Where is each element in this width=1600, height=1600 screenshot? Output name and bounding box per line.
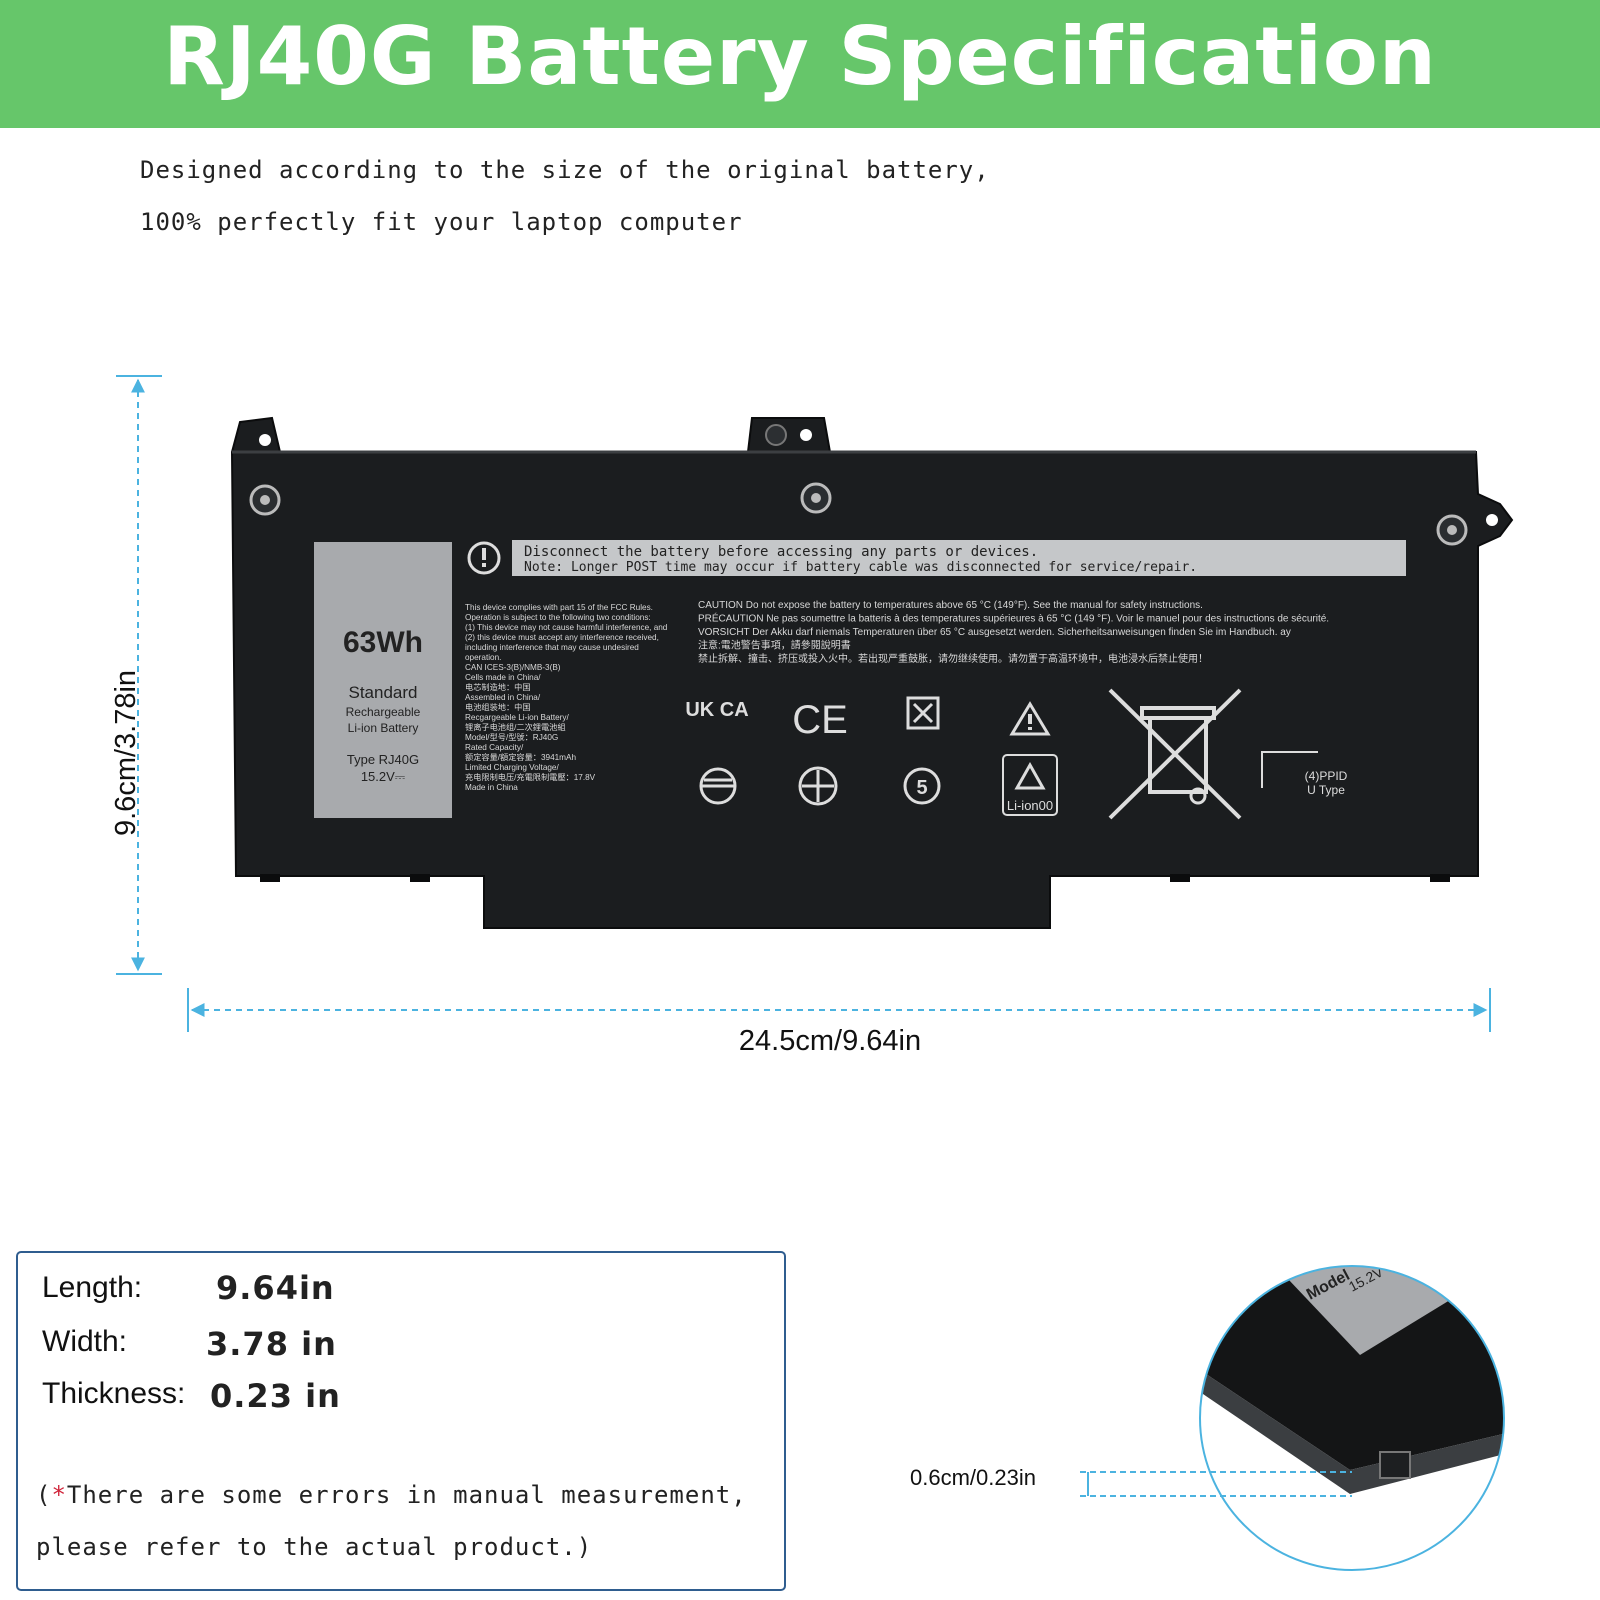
fcc-text-line: CAN ICES-3(B)/NMB-3(B): [465, 663, 561, 672]
height-dimension-label: 9.6cm/3.78in: [110, 669, 142, 836]
caution-text-line: 注意:電池警告事項，請參閱說明書: [698, 639, 851, 652]
recycle-icon: Li-ion00: [1002, 754, 1058, 816]
fcc-text-line: This device complies with part 15 of the…: [465, 603, 653, 612]
caution-text-line: 禁止拆解、撞击、挤压或投入火中。若出现严重鼓胀，请勿继续使用。请勿置于高温环境中…: [698, 652, 1208, 665]
length-dimension-label: 24.5cm/9.64in: [738, 1025, 922, 1057]
no-crush-icon: [798, 766, 838, 806]
svg-text:UK CA: UK CA: [685, 699, 748, 721]
fcc-text-line: 电池组装地：中国: [465, 702, 531, 712]
type-line-2: Li-ion Battery: [348, 721, 419, 735]
width-spec-label: Width:: [42, 1325, 128, 1358]
caution-text-line: PRÉCAUTION Ne pas soumettre la batteris …: [698, 612, 1329, 625]
measurement-note-line-1: (*There are some errors in manual measur…: [36, 1481, 747, 1509]
capacity-text: 63Wh: [343, 626, 423, 659]
ukca-icon: UK CA: [685, 699, 748, 721]
fcc-text-line: 充电限制电压/充電限制電壓：17.8V: [465, 772, 596, 782]
ce-icon: CE: [792, 698, 848, 742]
screw-icon: [1436, 514, 1468, 546]
type-line-1: Rechargeable: [346, 705, 421, 719]
length-spec-label: Length:: [42, 1271, 143, 1304]
page-title: RJ40G Battery Specification: [163, 10, 1437, 103]
model-text: Type RJ40G: [347, 752, 419, 767]
screw-icon: [800, 482, 832, 514]
fcc-text-line: Operation is subject to the following tw…: [465, 613, 651, 622]
svg-text:5: 5: [916, 777, 927, 799]
fcc-text-line: 锂离子电池组/二次鋰電池組: [465, 722, 566, 732]
svg-text:Li-ion00: Li-ion00: [1007, 798, 1053, 813]
fcc-text-block: This device complies with part 15 of the…: [465, 603, 668, 792]
ppid-marker: (4)PPID U Type: [1261, 751, 1348, 797]
fcc-text-line: Rated Capacity/: [465, 743, 524, 752]
length-dimension-line: [187, 988, 1491, 1032]
spec-box: Length: 9.64in Width: 3.78 in Thickness:…: [16, 1251, 786, 1591]
length-spec-value: 9.64in: [216, 1269, 335, 1307]
no-disassemble-icon: [699, 767, 737, 805]
warning-strip: Disconnect the battery before accessing …: [467, 540, 1406, 576]
exclamation-icon: [467, 541, 501, 575]
fcc-text-line: (1) This device may not cause harmful in…: [465, 623, 668, 632]
intro-line-2: 100% perfectly fit your laptop computer: [140, 208, 743, 236]
grade-text: Standard: [349, 683, 418, 702]
fcc-text-line: Recgargeable Li-ion Battery/: [465, 713, 569, 722]
thickness-spec-value: 0.23 in: [210, 1377, 341, 1415]
thickness-spec-label: Thickness:: [42, 1377, 186, 1410]
china-rohs-icon: [906, 696, 940, 730]
fcc-text-line: (2) this device must accept any interfer…: [465, 633, 659, 642]
fcc-text-line: 额定容量/額定容量：3941mAh: [465, 752, 576, 762]
fcc-text-line: Model/型号/型號：RJ40G: [465, 732, 558, 742]
fcc-text-line: including interference that may cause un…: [465, 643, 639, 652]
fcc-text-line: operation.: [465, 653, 501, 662]
fcc-text-line: 电芯制造地：中国: [465, 682, 531, 692]
caution-text-line: VORSICHT Der Akku darf niemals Temperatu…: [698, 627, 1291, 638]
caution-text-block: CAUTION Do not expose the battery to tem…: [698, 600, 1329, 665]
warning-line-1: Disconnect the battery before accessing …: [524, 544, 1038, 560]
warning-triangle-icon: [1009, 701, 1051, 736]
fcc-text-line: Assembled in China/: [465, 693, 541, 702]
svg-text:(4)PPID: (4)PPID: [1305, 769, 1348, 783]
thickness-zoom-callout: Model 15.2V: [1080, 1265, 1505, 1571]
thickness-dimension-label: 0.6cm/0.23in: [910, 1465, 1036, 1490]
svg-text:CE: CE: [792, 698, 848, 742]
fcc-text-line: Limited Charging Voltage/: [465, 763, 559, 772]
caution-text-line: CAUTION Do not expose the battery to tem…: [698, 600, 1203, 611]
capacity-sticker: 63Wh Standard Rechargeable Li-ion Batter…: [314, 542, 452, 818]
fcc-text-line: Cells made in China/: [465, 673, 541, 682]
title-banner: RJ40G Battery Specification: [0, 0, 1600, 128]
warning-line-2: Note: Longer POST time may occur if batt…: [524, 560, 1197, 575]
intro-line-1: Designed according to the size of the or…: [140, 156, 990, 184]
fcc-text-line: Made in China: [465, 783, 518, 792]
asterisk-mark: *: [51, 1481, 67, 1509]
voltage-text: 15.2V⎓: [361, 769, 405, 784]
measurement-note-line-2: please refer to the actual product.): [36, 1533, 593, 1561]
recycle-5-icon: 5: [903, 767, 941, 805]
svg-text:U Type: U Type: [1307, 783, 1345, 797]
height-dimension-line: [116, 375, 162, 975]
weee-bin-icon: [1108, 688, 1242, 820]
screw-icon: [249, 484, 281, 516]
width-spec-value: 3.78 in: [206, 1325, 337, 1363]
